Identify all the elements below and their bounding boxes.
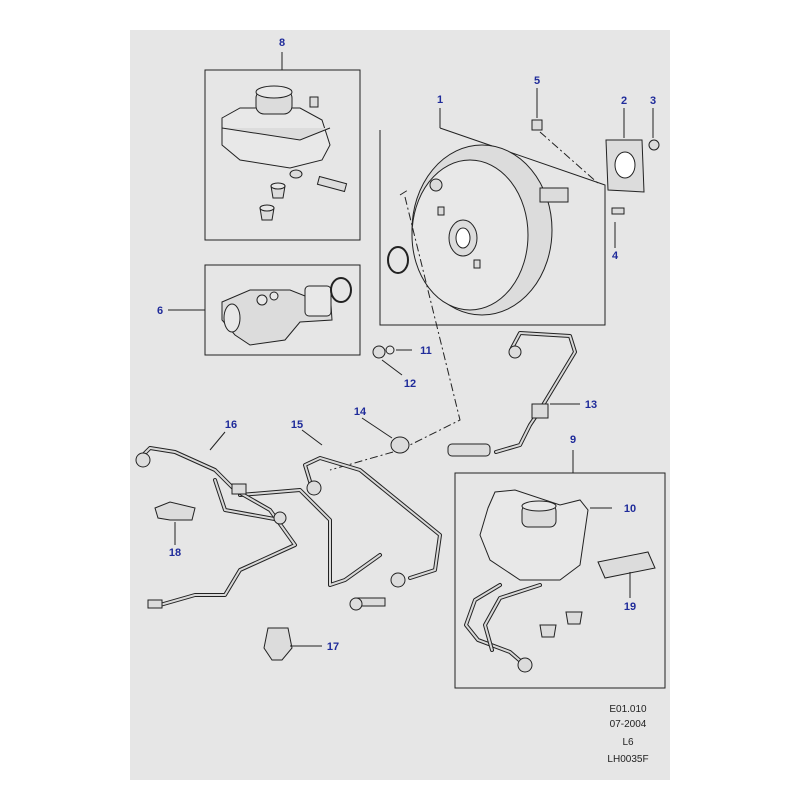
reservoir-sensor [309, 96, 319, 108]
assembly-cap-top [521, 500, 557, 512]
pipe-15-end [306, 480, 322, 496]
pipe-16-fitting [147, 599, 163, 609]
port-2 [269, 291, 279, 301]
grommet-upper-top [270, 182, 286, 190]
pipe-joint [273, 511, 287, 525]
booster-dash [399, 189, 409, 196]
callout-9: 9 [570, 434, 576, 446]
reservoir-outlet [289, 169, 303, 179]
assembly-grommet-1 [539, 624, 557, 638]
callout-12: 12 [404, 378, 416, 390]
callout-5: 5 [534, 75, 540, 87]
assembly-reservoir-body [479, 489, 589, 581]
pipe-15-fitting [390, 572, 406, 588]
leader-16 [209, 431, 226, 451]
callout-3: 3 [650, 95, 656, 107]
booster-valve [429, 178, 443, 192]
reservoir-seam [221, 127, 331, 141]
mount-parts [531, 88, 660, 248]
assembly-hose-a-inner [465, 584, 526, 666]
reservoir-group [204, 52, 361, 241]
reservoir-assembly-group [454, 450, 666, 689]
port-1 [256, 294, 268, 306]
sensor-13 [447, 331, 580, 457]
booster-seal [387, 246, 409, 274]
booster-stud-2 [473, 259, 481, 269]
callout-13: 13 [585, 399, 597, 411]
pipe-16-clip [231, 483, 247, 495]
booster-stud-1 [437, 206, 445, 216]
clip-17 [263, 627, 322, 661]
grommet-14-body [390, 436, 410, 454]
reservoir-bolt [316, 175, 348, 193]
sensor-cable-inner [495, 332, 576, 453]
callout-8: 8 [279, 37, 285, 49]
callout-4: 4 [612, 250, 619, 262]
reservoir-body [221, 107, 331, 169]
clip-18 [154, 501, 196, 545]
callout-10: 10 [624, 503, 636, 515]
master-cylinder-group [168, 264, 361, 356]
sensor-connector [508, 345, 522, 359]
pipe-bolt-head [349, 597, 363, 611]
callout-16: 16 [225, 419, 237, 431]
assembly-hose-b-inner [484, 584, 541, 651]
clip-dash [539, 131, 601, 186]
pipes-group [135, 429, 442, 611]
fitting-11-12 [372, 345, 412, 376]
callout-1: 1 [437, 94, 443, 106]
footer-ref: E01.010 [609, 704, 647, 715]
pipe-15-a-inner [304, 457, 441, 579]
pipe-16-branch-inner [214, 479, 281, 521]
fitting-12 [372, 345, 386, 359]
pipe-15-b-inner [239, 489, 381, 586]
grommet-lower-top [259, 204, 275, 212]
booster-pushrod [539, 187, 569, 203]
sensor-grommet [531, 403, 549, 419]
callout-2: 2 [621, 95, 627, 107]
footer-model: L6 [622, 737, 634, 748]
nut [648, 139, 660, 151]
leader-15 [301, 429, 323, 446]
booster-box [379, 127, 606, 326]
leader-14 [361, 417, 393, 439]
callout-15: 15 [291, 419, 303, 431]
centre-line [329, 196, 461, 471]
gasket-hole [614, 151, 636, 179]
seal-ring [330, 277, 352, 303]
pipe-16-inner [139, 447, 296, 606]
callout-17: 17 [327, 641, 339, 653]
pin [611, 207, 625, 215]
callout-18: 18 [169, 547, 181, 559]
diagram-background [130, 30, 670, 780]
booster-group [379, 108, 606, 326]
master-cylinder-shaft [304, 285, 332, 317]
callout-14: 14 [354, 406, 367, 418]
leader-12 [381, 359, 403, 376]
assembly-grommet-2 [565, 611, 583, 625]
reservoir-cap-top [255, 85, 293, 99]
reservoir-assembly-box [454, 472, 666, 689]
master-cylinder-end [223, 303, 241, 333]
callout-6: 6 [157, 305, 163, 317]
assembly-hose-end [517, 657, 533, 673]
grommet-14 [361, 417, 410, 454]
sensor-body [447, 443, 491, 457]
pipe-16-end [135, 452, 151, 468]
clip-18-body [154, 501, 196, 521]
clip [531, 119, 543, 131]
callout-19: 19 [624, 601, 636, 613]
washer-11 [385, 345, 395, 355]
footer-code: LH0035F [607, 754, 648, 765]
booster-hole [455, 227, 471, 249]
clip-17-body [263, 627, 293, 661]
assembly-connector [597, 551, 656, 579]
footer-date: 07-2004 [610, 719, 647, 730]
callout-11: 11 [420, 345, 432, 357]
